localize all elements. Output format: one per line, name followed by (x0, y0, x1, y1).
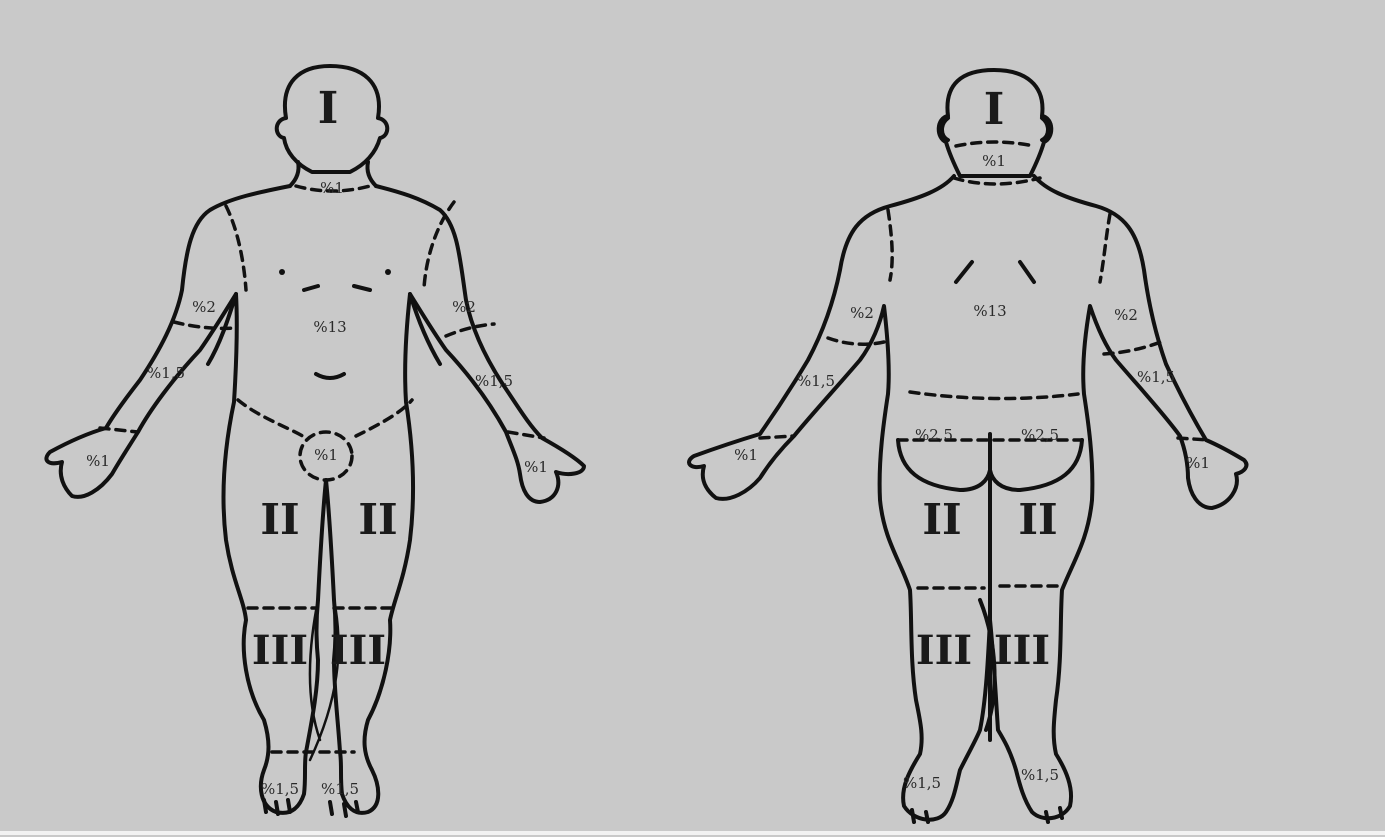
front-left-leg-label: III (252, 627, 308, 674)
front-trunk-label: %13 (313, 318, 346, 336)
front-right-upper-arm-label: %2 (452, 298, 476, 316)
front-right-thigh-label: II (358, 495, 397, 544)
back-left-upper-arm-label: %2 (850, 304, 874, 322)
back-right-forearm-label: %1,5 (1137, 368, 1175, 386)
back-left-hand-label: %1 (734, 446, 758, 464)
front-neck-label: %1 (320, 179, 344, 197)
front-right-leg-label: III (330, 627, 386, 674)
front-head-label: I (318, 83, 339, 134)
back-right-upper-arm-label: %2 (1114, 306, 1138, 324)
back-trunk-label: %13 (973, 302, 1006, 320)
back-right-buttock-label: %2,5 (1021, 426, 1059, 444)
back-left-forearm-label: %1,5 (797, 372, 835, 390)
back-left-foot-label: %1,5 (903, 774, 941, 792)
front-genital-label: %1 (314, 446, 338, 464)
front-left-forearm-label: %1,5 (147, 364, 185, 382)
back-left-thigh-label: II (922, 495, 961, 544)
back-right-thigh-label: II (1018, 495, 1057, 544)
front-left-foot-label: %1,5 (261, 780, 299, 798)
front-right-forearm-label: %1,5 (475, 372, 513, 390)
front-left-hand-label: %1 (86, 452, 110, 470)
front-right-hand-label: %1 (524, 458, 548, 476)
back-right-hand-label: %1 (1186, 454, 1210, 472)
back-wrist-line-right (1178, 438, 1208, 440)
front-nipple-left (279, 269, 285, 275)
back-right-foot-label: %1,5 (1021, 766, 1059, 784)
back-left-leg-label: III (916, 627, 972, 674)
back-head-label: I (984, 84, 1005, 135)
back-left-buttock-label: %2,5 (915, 426, 953, 444)
back-right-leg-label: III (994, 627, 1050, 674)
front-left-thigh-label: II (260, 495, 299, 544)
front-right-foot-label: %1,5 (321, 780, 359, 798)
front-left-upper-arm-label: %2 (192, 298, 216, 316)
back-neck-label: %1 (982, 152, 1006, 170)
front-nipple-right (385, 269, 391, 275)
